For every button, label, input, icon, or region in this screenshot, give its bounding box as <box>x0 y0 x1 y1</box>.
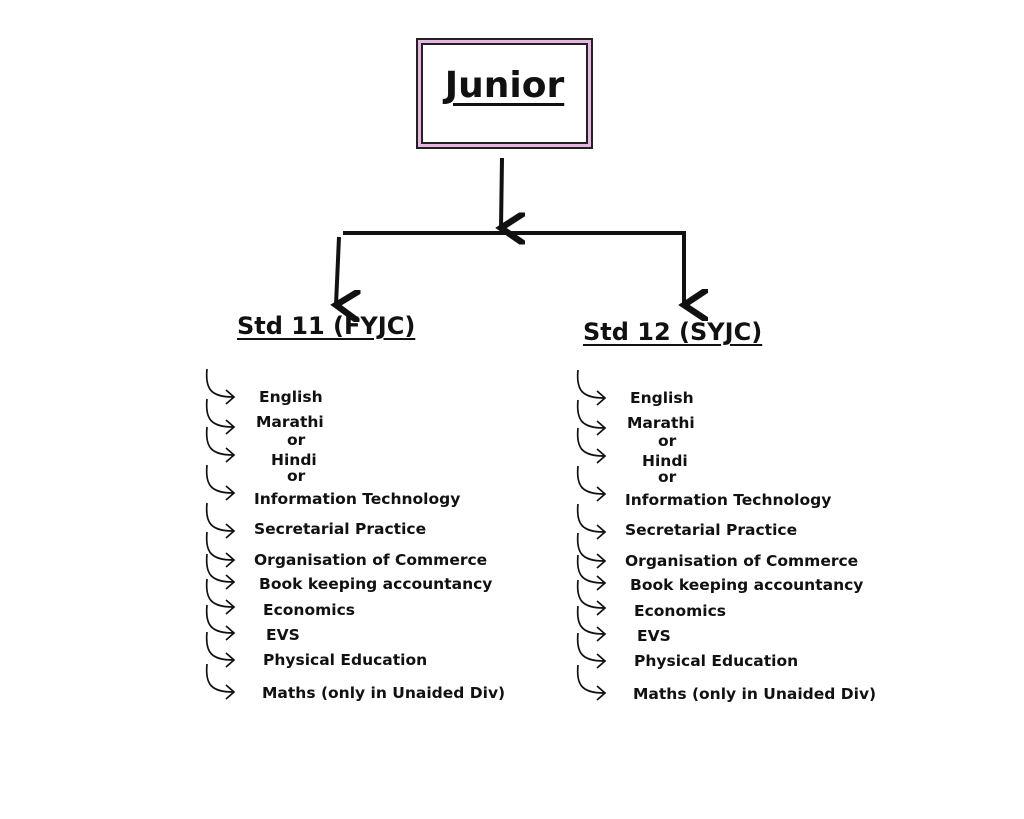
hook-arrow-icon <box>205 368 236 405</box>
subject-item: Maths (only in Unaided Div) <box>262 684 506 702</box>
subject-item: Hindi <box>271 451 317 469</box>
std11-title: Std 11 (FYJC) <box>237 312 416 340</box>
subject-item: Information Technology <box>254 490 461 508</box>
or-connector-text: or <box>287 431 306 449</box>
hook-arrow-icon <box>205 531 236 568</box>
or-connector-text: or <box>287 467 306 485</box>
hook-arrow-icon <box>576 605 607 642</box>
hook-arrow-icon <box>576 579 607 616</box>
subject-item: Book keeping accountancy <box>630 576 864 594</box>
root-down-arrow <box>501 157 502 228</box>
hook-arrow-icon <box>205 604 236 641</box>
subject-item: Secretarial Practice <box>625 521 798 539</box>
subject-item: Maths (only in Unaided Div) <box>633 685 877 703</box>
hook-arrow-icon <box>576 554 607 591</box>
hook-arrow-icon <box>576 664 607 701</box>
left-branch-arrow <box>336 236 339 305</box>
hook-arrow-icon <box>576 465 607 502</box>
hook-arrow-icon <box>205 578 236 615</box>
subject-item: Economics <box>263 601 355 619</box>
subject-item: Secretarial Practice <box>254 520 427 538</box>
hook-arrow-icon <box>205 398 236 435</box>
subject-item: Physical Education <box>263 651 428 669</box>
subject-item: Organisation of Commerce <box>625 552 859 570</box>
subject-item: English <box>259 388 323 406</box>
junior-title: Junior <box>444 65 565 106</box>
hook-arrow-icon <box>576 632 607 669</box>
hook-arrow-icon <box>576 369 607 406</box>
hook-arrow-icon <box>205 502 236 539</box>
junior-box: Junior <box>416 38 593 149</box>
subject-item: Economics <box>634 602 726 620</box>
or-connector-text: or <box>658 468 677 486</box>
subject-item: Physical Education <box>634 652 799 670</box>
or-connector-text: or <box>658 432 677 450</box>
hook-arrow-icon <box>205 464 236 501</box>
subject-item: EVS <box>637 627 671 645</box>
subject-item: English <box>630 389 694 407</box>
std12-title: Std 12 (SYJC) <box>583 318 763 346</box>
subject-item: Information Technology <box>625 491 832 509</box>
hook-arrow-icon <box>576 427 607 464</box>
hook-arrow-icon <box>576 532 607 569</box>
subject-item: Organisation of Commerce <box>254 551 488 569</box>
hook-arrow-icon <box>205 553 236 590</box>
subject-item: Hindi <box>642 452 688 470</box>
hook-arrow-icon <box>576 399 607 436</box>
hook-arrow-icon <box>205 663 236 700</box>
subject-item: EVS <box>266 626 300 644</box>
subject-item: Book keeping accountancy <box>259 575 493 593</box>
subject-item: Marathi <box>627 414 695 432</box>
hook-arrow-icon <box>205 631 236 668</box>
hook-arrow-icon <box>205 426 236 463</box>
subject-item: Marathi <box>256 413 324 431</box>
hook-arrow-icon <box>576 503 607 540</box>
